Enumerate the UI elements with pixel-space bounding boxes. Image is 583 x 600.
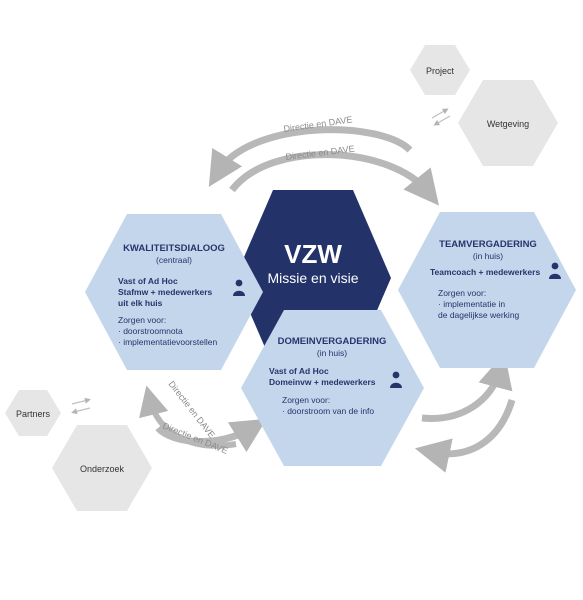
person-icon — [549, 262, 561, 279]
domeinvergadering-subtitle: (in huis) — [317, 348, 347, 358]
partners-link-arrows — [71, 397, 91, 415]
teamvergadering-item1: · implementatie in — [438, 299, 505, 309]
top-arrows: Directie en DAVE Directie en DAVE — [208, 114, 440, 206]
teamvergadering-line1: Teamcoach + medewerkers — [430, 267, 540, 277]
bottom-left-arrows: Directie en DAVE Directie en DAVE — [139, 379, 267, 456]
domeinvergadering-title: DOMEINVERGADERING — [278, 336, 387, 347]
domeinvergadering-item1: · doorstroom van de info — [282, 406, 374, 416]
teamvergadering-hexagon: TEAMVERGADERING (in huis) Teamcoach + me… — [398, 212, 576, 368]
kwaliteitsdialoog-line3: uit elk huis — [118, 298, 163, 308]
kwaliteitsdialoog-line2: Stafmw + medewerkers — [118, 287, 213, 297]
domeinvergadering-line2: Domeinvw + medewerkers — [269, 377, 376, 387]
wetgeving-label: Wetgeving — [487, 119, 529, 129]
project-link-arrows — [431, 108, 451, 126]
teamvergadering-zorgen: Zorgen voor: — [438, 288, 486, 298]
kwaliteitsdialoog-hexagon: KWALITEITSDIALOOG (centraal) Vast of Ad … — [85, 214, 263, 370]
partners-hexagon: Partners — [5, 390, 61, 436]
partners-label: Partners — [16, 409, 51, 419]
bottom-right-arrows — [414, 353, 516, 473]
kwaliteitsdialoog-item1: · doorstroomnota — [118, 326, 183, 336]
project-hexagon: Project — [410, 45, 470, 95]
teamvergadering-item2: de dagelijkse werking — [438, 310, 520, 320]
wetgeving-hexagon: Wetgeving — [458, 80, 558, 166]
kwaliteitsdialoog-title: KWALITEITSDIALOOG — [123, 243, 225, 254]
domeinvergadering-zorgen: Zorgen voor: — [282, 395, 330, 405]
teamvergadering-subtitle: (in huis) — [473, 251, 503, 261]
vzw-title: VZW — [284, 239, 342, 269]
domeinvergadering-line1: Vast of Ad Hoc — [269, 366, 329, 376]
kwaliteitsdialoog-zorgen: Zorgen voor: — [118, 315, 166, 325]
kwaliteitsdialoog-subtitle: (centraal) — [156, 255, 192, 265]
project-label: Project — [426, 66, 455, 76]
vzw-subtitle: Missie en visie — [267, 270, 358, 286]
kwaliteitsdialoog-line1: Vast of Ad Hoc — [118, 276, 178, 286]
person-icon — [390, 371, 402, 388]
person-icon — [233, 279, 245, 296]
top-arrow-label-2: Directie en DAVE — [285, 144, 355, 162]
kwaliteitsdialoog-item2: · implementatievoorstellen — [118, 337, 217, 347]
onderzoek-label: Onderzoek — [80, 464, 125, 474]
teamvergadering-title: TEAMVERGADERING — [439, 239, 537, 250]
domeinvergadering-hexagon: DOMEINVERGADERING (in huis) Vast of Ad H… — [241, 310, 424, 466]
onderzoek-hexagon: Onderzoek — [52, 425, 152, 511]
